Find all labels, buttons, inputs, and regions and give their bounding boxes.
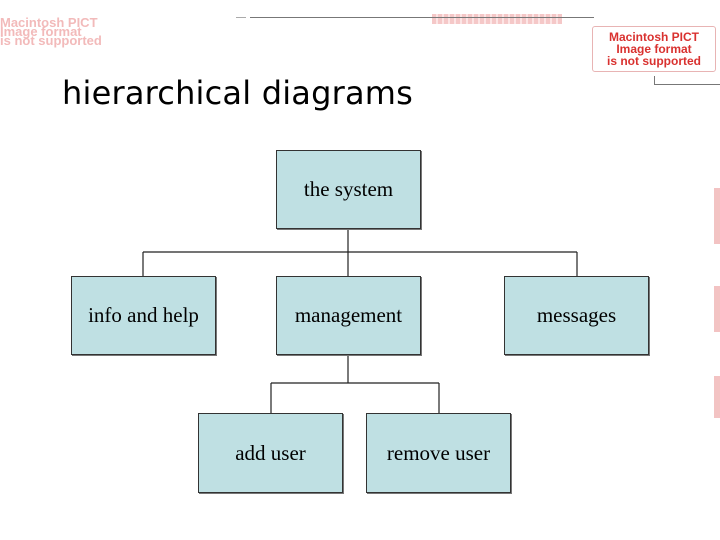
top-rule-short	[236, 17, 246, 18]
ghost-line-3: is not supported	[0, 33, 102, 48]
node-messages: messages	[504, 276, 649, 355]
pict-unsupported-notice: Macintosh PICT Image format is not suppo…	[592, 26, 716, 72]
notice-line-3: is not supported	[607, 54, 701, 68]
ghost-line-2: Image format	[0, 24, 82, 39]
node-add-user: add user	[198, 413, 343, 493]
pict-placeholder-ghost: Macintosh PICT Image format is not suppo…	[0, 15, 250, 48]
slide-title: hierarchical diagrams	[62, 74, 414, 112]
pict-placeholder-strip	[432, 14, 562, 24]
node-remove-user: remove user	[366, 413, 511, 493]
right-edge-strip-2	[714, 286, 720, 332]
node-info-and-help: info and help	[71, 276, 216, 355]
ghost-line-1: Macintosh PICT	[0, 15, 98, 30]
right-rule-tick	[654, 76, 655, 84]
notice-line-1: Macintosh PICT	[608, 30, 699, 44]
node-the-system: the system	[276, 150, 421, 229]
right-edge-strip-1	[714, 188, 720, 244]
right-edge-strip-3	[714, 376, 720, 418]
node-management: management	[276, 276, 421, 355]
right-rule	[654, 84, 720, 85]
notice-line-2: Image format	[616, 42, 692, 56]
top-rule	[250, 17, 594, 18]
